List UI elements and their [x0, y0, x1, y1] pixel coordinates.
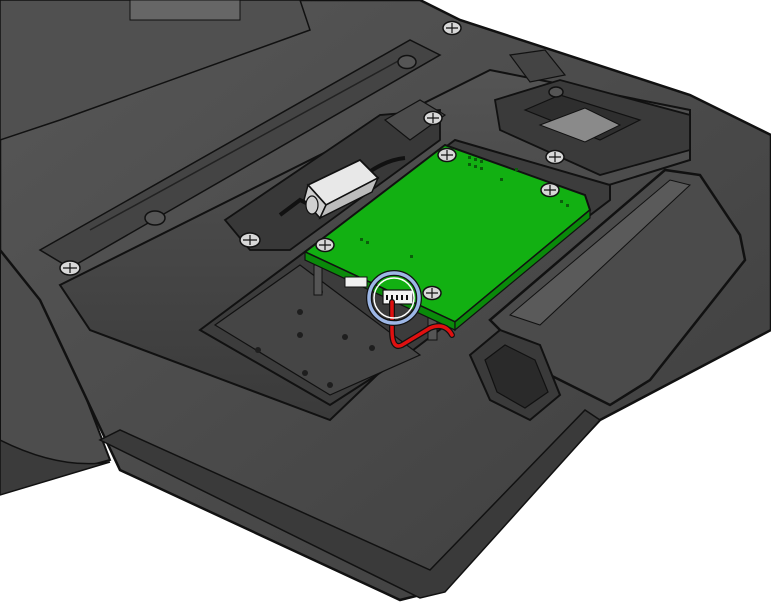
board-components — [360, 156, 569, 258]
ferrite-core-icon — [278, 156, 406, 220]
cover-flap — [468, 168, 747, 422]
rear-port-recess — [493, 49, 691, 176]
housing-bosses — [144, 54, 564, 226]
highlight-circle-icon — [366, 270, 422, 326]
screw-icon — [59, 20, 565, 301]
